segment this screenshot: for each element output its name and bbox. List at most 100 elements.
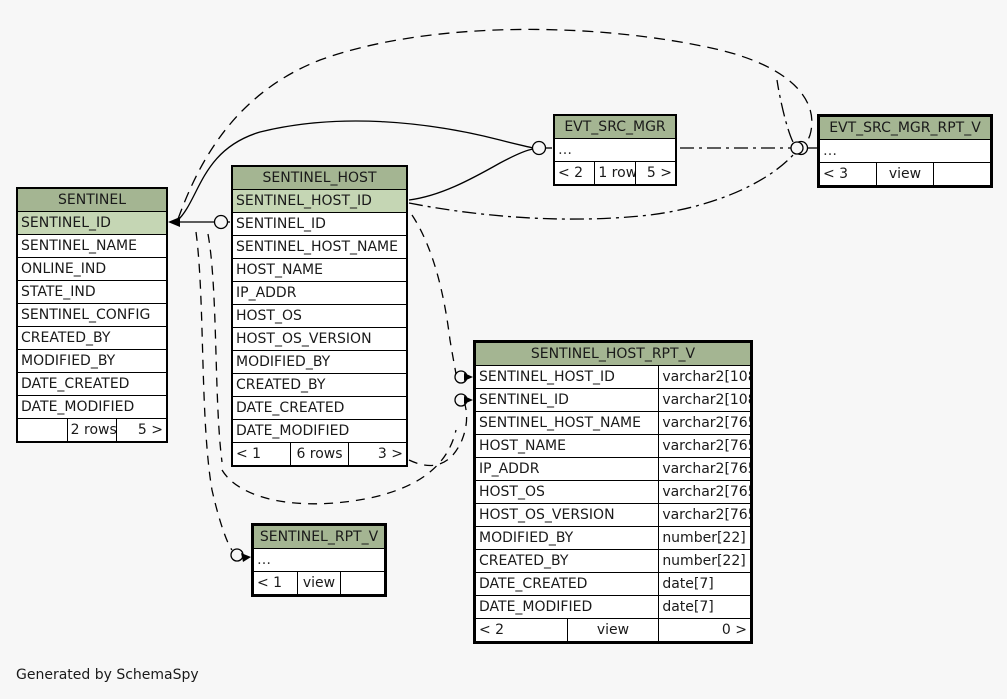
footer-left-sentinel_host[interactable]: < 1 [232, 442, 291, 466]
table-row[interactable]: … [554, 138, 676, 162]
footer-center-evt_src_mgr[interactable]: 1 row [594, 161, 636, 185]
footer-left-evt_src_mgr_rpt_v[interactable]: < 3 [819, 162, 877, 186]
column-name: … [554, 138, 676, 162]
column-type: number[22] [658, 526, 751, 550]
footer-right-sentinel[interactable]: 5 > [116, 418, 167, 442]
column-name: SENTINEL_CONFIG [17, 303, 167, 327]
table-row[interactable]: STATE_IND [17, 280, 167, 304]
table-row[interactable]: IP_ADDR [232, 281, 407, 305]
footer-center-sentinel_host[interactable]: 6 rows [290, 442, 349, 466]
table-row[interactable]: ONLINE_IND [17, 257, 167, 281]
table-row[interactable]: CREATED_BY [17, 326, 167, 350]
table-row[interactable]: SENTINEL_ID [17, 211, 167, 235]
footer-center-sentinel_host_rpt_v[interactable]: view [566, 618, 660, 642]
column-type: number[22] [658, 549, 751, 573]
column-name: DATE_CREATED [474, 572, 660, 596]
table-row[interactable]: DATE_MODIFIED [232, 419, 407, 443]
column-name: HOST_OS [474, 480, 660, 504]
footer-right-sentinel_host_rpt_v[interactable]: 0 > [658, 618, 751, 642]
column-name: CREATED_BY [232, 373, 407, 397]
table-row[interactable]: DATE_MODIFIED [17, 395, 167, 419]
column-name: DATE_CREATED [17, 372, 167, 396]
column-type: varchar2[765] [658, 457, 751, 481]
table-row[interactable]: SENTINEL_HOST_ID [232, 189, 407, 213]
footer-right-sentinel_host[interactable]: 3 > [348, 442, 407, 466]
edge-sentinel-host-to-host-rpt-v-sentinelid [408, 393, 473, 467]
table-row[interactable]: SENTINEL_HOST_NAME [232, 235, 407, 259]
table-row[interactable]: DATE_CREATED [17, 372, 167, 396]
table-title-sentinel: SENTINEL [17, 188, 167, 212]
table-row[interactable]: HOST_OS [232, 304, 407, 328]
footer-center-sentinel_rpt_v[interactable]: view [296, 571, 342, 595]
column-type: varchar2[765] [658, 503, 751, 527]
column-type: varchar2[765] [658, 411, 751, 435]
edge-sentinel-host-to-host-rpt-v-hostid [411, 214, 473, 384]
column-name: … [819, 139, 991, 163]
column-name: MODIFIED_BY [17, 349, 167, 373]
footer-left-sentinel_host_rpt_v[interactable]: < 2 [475, 618, 568, 642]
table-row[interactable]: … [253, 548, 385, 572]
footer-center-sentinel[interactable]: 2 rows [66, 418, 118, 442]
column-name: ONLINE_IND [17, 257, 167, 281]
table-row[interactable]: … [819, 139, 991, 163]
table-row[interactable]: SENTINEL_CONFIG [17, 303, 167, 327]
column-name: SENTINEL_HOST_NAME [474, 411, 660, 435]
table-row[interactable]: HOST_OS_VERSION [232, 327, 407, 351]
table-row[interactable]: CREATED_BY [232, 373, 407, 397]
column-name: IP_ADDR [232, 281, 407, 305]
column-type: date[7] [658, 572, 751, 596]
table-title-sentinel_rpt_v: SENTINEL_RPT_V [253, 525, 385, 549]
table-row[interactable]: DATE_CREATED [232, 396, 407, 420]
footer-right-evt_src_mgr_rpt_v[interactable] [933, 162, 991, 186]
table-title-evt_src_mgr_rpt_v: EVT_SRC_MGR_RPT_V [819, 116, 991, 140]
footer-right-evt_src_mgr[interactable]: 5 > [634, 161, 677, 185]
footer-left-sentinel_rpt_v[interactable]: < 1 [253, 571, 298, 595]
column-name: IP_ADDR [474, 457, 660, 481]
generated-by-caption: Generated by SchemaSpy [16, 667, 199, 683]
table-row[interactable]: SENTINEL_NAME [17, 234, 167, 258]
column-type: date[7] [658, 595, 751, 619]
column-name: SENTINEL_HOST_NAME [232, 235, 407, 259]
footer-left-sentinel[interactable] [17, 418, 68, 442]
column-name: DATE_MODIFIED [17, 395, 167, 419]
column-name: … [253, 548, 385, 572]
table-row[interactable]: MODIFIED_BY [17, 349, 167, 373]
column-name: CREATED_BY [17, 326, 167, 350]
table-title-sentinel_host_rpt_v: SENTINEL_HOST_RPT_V [475, 342, 751, 366]
footer-left-evt_src_mgr[interactable]: < 2 [553, 161, 596, 185]
column-name: SENTINEL_ID [474, 388, 660, 412]
column-type: varchar2[108] [658, 365, 751, 389]
column-name: HOST_OS [232, 304, 407, 328]
column-name: MODIFIED_BY [474, 526, 660, 550]
column-type: varchar2[765] [658, 480, 751, 504]
footer-center-evt_src_mgr_rpt_v[interactable]: view [876, 162, 934, 186]
table-row[interactable]: HOST_NAME [232, 258, 407, 282]
column-name: SENTINEL_ID [232, 212, 407, 236]
footer-right-sentinel_rpt_v[interactable] [340, 571, 385, 595]
table-row[interactable]: MODIFIED_BY [232, 350, 407, 374]
column-name: CREATED_BY [474, 549, 660, 573]
table-row[interactable]: SENTINEL_ID [232, 212, 407, 236]
